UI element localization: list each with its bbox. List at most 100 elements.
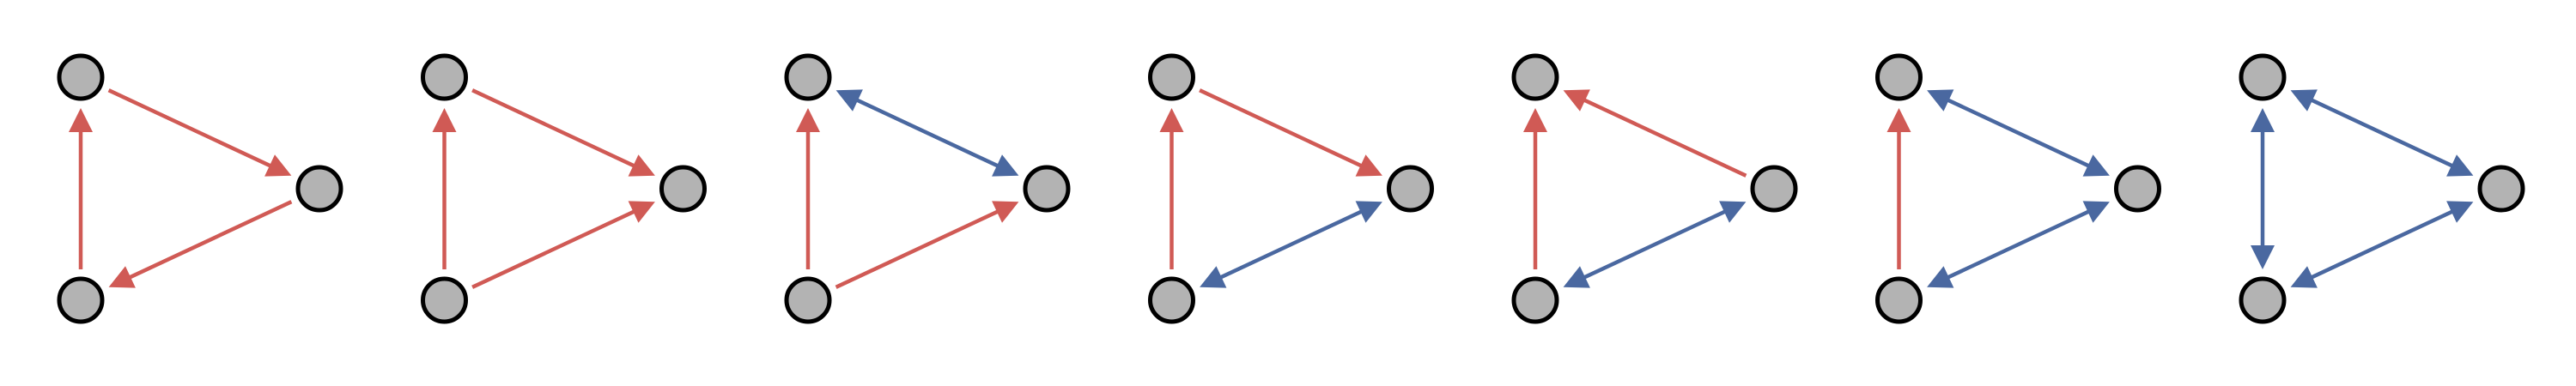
arrowhead-icon	[2251, 108, 2275, 132]
node-right	[2477, 165, 2525, 213]
node-circle	[421, 276, 468, 324]
node-circle	[659, 165, 707, 213]
node-circle	[1148, 276, 1195, 324]
triad-diagram-1	[57, 53, 343, 324]
edge-group	[796, 89, 1019, 289]
arrowhead-icon	[1563, 89, 1590, 112]
node-right	[1387, 165, 1434, 213]
node-right	[1023, 165, 1071, 213]
node-circle	[784, 276, 832, 324]
node-bottom	[1148, 276, 1195, 324]
node-circle	[1875, 53, 1923, 101]
edge-group	[1523, 89, 1747, 288]
edge-bottom-right-two-way	[1216, 208, 1366, 281]
arrowhead-icon	[1927, 89, 1954, 112]
node-circle	[1148, 53, 1195, 101]
node-top	[1148, 53, 1195, 101]
node-top	[1511, 53, 1559, 101]
arrowhead-icon	[1355, 154, 1382, 177]
node-bottom	[1875, 276, 1923, 324]
arrowhead-icon	[2290, 89, 2318, 112]
node-top	[421, 53, 468, 101]
arrowhead-icon	[1927, 266, 1954, 288]
edge-right-top-one-way	[1579, 96, 1747, 178]
node-bottom	[1511, 276, 1559, 324]
arrowhead-icon	[432, 108, 457, 132]
edge-bottom-right-two-way	[1943, 208, 2093, 281]
triad-diagram-7	[2239, 53, 2525, 324]
node-circle	[2114, 165, 2161, 213]
node-circle	[2239, 53, 2287, 101]
node-right	[295, 165, 343, 213]
arrowhead-icon	[69, 108, 93, 132]
arrowhead-icon	[1159, 108, 1184, 132]
edge-group	[69, 88, 293, 288]
arrowhead-icon	[2446, 154, 2474, 177]
node-circle	[57, 276, 105, 324]
arrowhead-icon	[1355, 201, 1382, 223]
arrowhead-icon	[2251, 245, 2275, 269]
edge-top-right-one-way	[471, 88, 639, 170]
edge-top-right-one-way	[107, 88, 276, 170]
edge-top-right-one-way	[1199, 88, 1366, 170]
node-right	[1750, 165, 1798, 213]
node-circle	[57, 53, 105, 101]
arrowhead-icon	[628, 154, 655, 177]
triad-diagram-3	[784, 53, 1071, 324]
node-bottom	[421, 276, 468, 324]
node-circle	[295, 165, 343, 213]
node-right	[659, 165, 707, 213]
arrowhead-icon	[835, 89, 863, 112]
arrowhead-icon	[1719, 201, 1747, 223]
node-bottom	[57, 276, 105, 324]
node-bottom	[2239, 276, 2287, 324]
arrowhead-icon	[2290, 266, 2318, 288]
node-right	[2114, 165, 2161, 213]
arrowhead-icon	[992, 154, 1019, 177]
arrowhead-icon	[2446, 201, 2474, 223]
edge-right-bottom-one-way	[125, 200, 293, 281]
edge-top-right-two-way	[1943, 96, 2093, 170]
node-circle	[2477, 165, 2525, 213]
node-bottom	[784, 276, 832, 324]
edge-top-right-two-way	[2306, 96, 2458, 170]
triad-diagram-2	[421, 53, 707, 324]
diagram-collection	[57, 53, 2525, 324]
edge-group	[2251, 89, 2474, 288]
triad-diagram-5	[1511, 53, 1798, 324]
node-circle	[2239, 276, 2287, 324]
arrowhead-icon	[1523, 108, 1547, 132]
node-circle	[1387, 165, 1434, 213]
edge-bottom-right-two-way	[2306, 208, 2458, 281]
edge-group	[1886, 89, 2110, 288]
edge-group	[432, 88, 655, 289]
arrowhead-icon	[264, 154, 292, 177]
arrowhead-icon	[1563, 266, 1590, 288]
arrowhead-icon	[108, 266, 136, 288]
node-circle	[1511, 276, 1559, 324]
arrowhead-icon	[796, 108, 820, 132]
node-top	[57, 53, 105, 101]
arrowhead-icon	[2082, 201, 2110, 223]
node-circle	[1023, 165, 1071, 213]
node-circle	[1511, 53, 1559, 101]
arrowhead-icon	[2082, 154, 2110, 177]
node-top	[784, 53, 832, 101]
edge-bottom-right-one-way	[471, 208, 639, 289]
node-circle	[1750, 165, 1798, 213]
triad-diagram-4	[1148, 53, 1434, 324]
edge-top-right-two-way	[852, 96, 1003, 170]
arrowhead-icon	[1200, 266, 1227, 288]
node-top	[1875, 53, 1923, 101]
arrowhead-icon	[628, 201, 655, 223]
edge-group	[1159, 88, 1382, 288]
node-circle	[421, 53, 468, 101]
node-circle	[1875, 276, 1923, 324]
triad-diagram-6	[1875, 53, 2161, 324]
edge-bottom-right-two-way	[1579, 208, 1730, 281]
node-top	[2239, 53, 2287, 101]
edge-bottom-right-one-way	[835, 208, 1003, 289]
arrowhead-icon	[1886, 108, 1911, 132]
